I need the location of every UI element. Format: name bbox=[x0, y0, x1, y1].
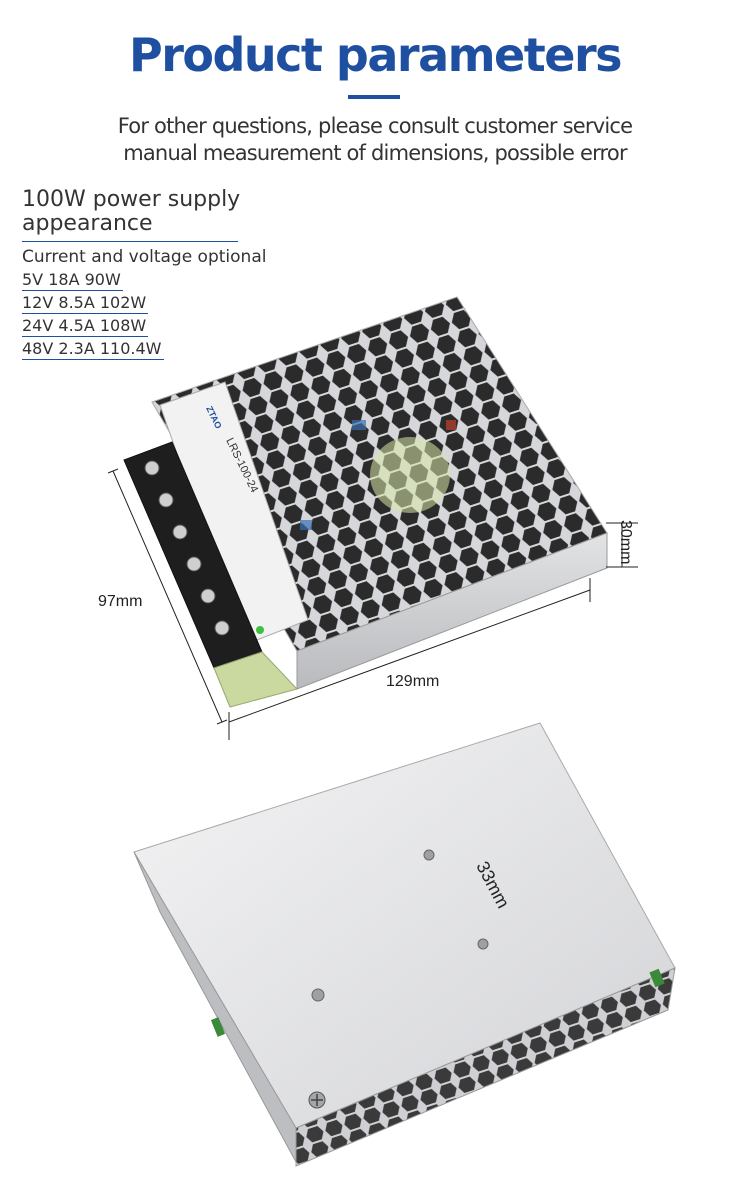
case-side-panel bbox=[296, 532, 608, 690]
spec-option-text: 5V 18A 90W bbox=[22, 270, 123, 291]
spec-title-line-2: appearance bbox=[22, 211, 153, 236]
depth-dimension-label: 97mm bbox=[98, 593, 143, 610]
pcb-corner bbox=[649, 968, 665, 988]
title-underline bbox=[348, 95, 400, 99]
pcb-corner bbox=[210, 1017, 226, 1037]
pcb-edge bbox=[213, 651, 298, 708]
power-supply-bottom-view bbox=[133, 722, 676, 1167]
power-supply-top-view: LRS-100-24 ZTAO bbox=[123, 296, 608, 708]
mount-hole bbox=[423, 849, 435, 861]
note-line-1: For other questions, please consult cust… bbox=[117, 114, 633, 138]
solid-cover bbox=[133, 722, 676, 1129]
spec-option-text: 48V 2.3A 110.4W bbox=[22, 339, 164, 360]
spec-option: 5V 18A 90W bbox=[22, 269, 266, 291]
note-line-2: manual measurement of dimensions, possib… bbox=[123, 141, 627, 165]
height-dimension-label: 30mm bbox=[617, 520, 634, 565]
mount-hole bbox=[311, 988, 325, 1002]
screw-cross bbox=[311, 1094, 323, 1106]
spec-title-underline bbox=[22, 241, 238, 242]
spec-title-line-1: 100W power supply bbox=[22, 187, 241, 212]
spec-subtitle: Current and voltage optional bbox=[22, 247, 267, 267]
spec-option: 12V 8.5A 102W bbox=[22, 292, 266, 314]
led-indicator bbox=[256, 626, 264, 634]
perforated-side bbox=[295, 967, 676, 1167]
mount-hole bbox=[477, 938, 489, 950]
spec-option: 48V 2.3A 110.4W bbox=[22, 338, 266, 360]
spec-option: 24V 4.5A 108W bbox=[22, 315, 266, 337]
page-title: Product parameters bbox=[128, 28, 623, 82]
length-dimension-label: 129mm bbox=[386, 673, 440, 690]
terminal-screws bbox=[144, 460, 230, 636]
spec-panel: 100W power supply appearance Current and… bbox=[22, 188, 266, 360]
spec-option-text: 24V 4.5A 108W bbox=[22, 316, 149, 337]
spec-option-text: 12V 8.5A 102W bbox=[22, 293, 149, 314]
